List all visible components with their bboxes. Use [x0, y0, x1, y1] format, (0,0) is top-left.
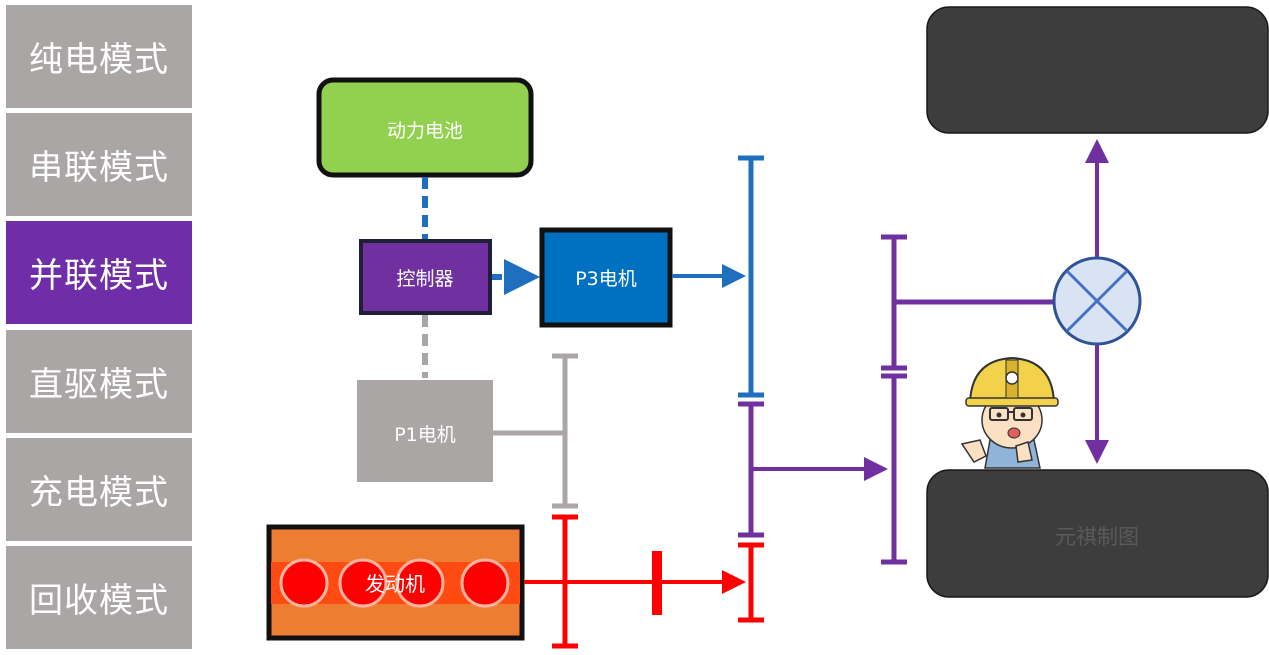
rear-wheel [926, 469, 1269, 598]
front-wheel [926, 6, 1269, 134]
p3-motor [539, 227, 673, 328]
cylinder [279, 558, 329, 608]
cylinder [395, 558, 445, 608]
cylinder [460, 558, 510, 608]
p3-motor-label: P3电机 [575, 268, 637, 290]
differential [1052, 256, 1142, 346]
final-drive-shaft [881, 234, 1054, 565]
mode-tab-direct-drive[interactable]: 直驱模式 [6, 330, 192, 433]
clutch [652, 551, 662, 615]
power-battery [316, 77, 534, 178]
controller-label: 控制器 [396, 268, 453, 290]
mode-tab-regeneration[interactable]: 回收模式 [6, 546, 192, 649]
battery-label: 动力电池 [387, 120, 463, 142]
engine-cylinders [279, 558, 510, 608]
engine-label: 发动机 [365, 572, 425, 596]
engineer-mascot-icon [960, 356, 1059, 469]
mode-tab-charging[interactable]: 充电模式 [6, 438, 192, 541]
mode-sidebar: 纯电模式 串联模式 并联模式 直驱模式 充电模式 回收模式 [0, 0, 200, 655]
cylinder [338, 558, 388, 608]
p3-gear-shaft [738, 155, 764, 398]
mode-tab-parallel[interactable]: 并联模式 [6, 221, 192, 324]
controller [359, 239, 492, 315]
watermark: 元祺制图 [1055, 525, 1139, 549]
p1-motor [357, 380, 493, 482]
mode-tab-series[interactable]: 串联模式 [6, 113, 192, 216]
p1-gear-shaft [493, 353, 578, 509]
p1-motor-label: P1电机 [394, 424, 456, 446]
mode-tab-pure-electric[interactable]: 纯电模式 [6, 5, 192, 108]
